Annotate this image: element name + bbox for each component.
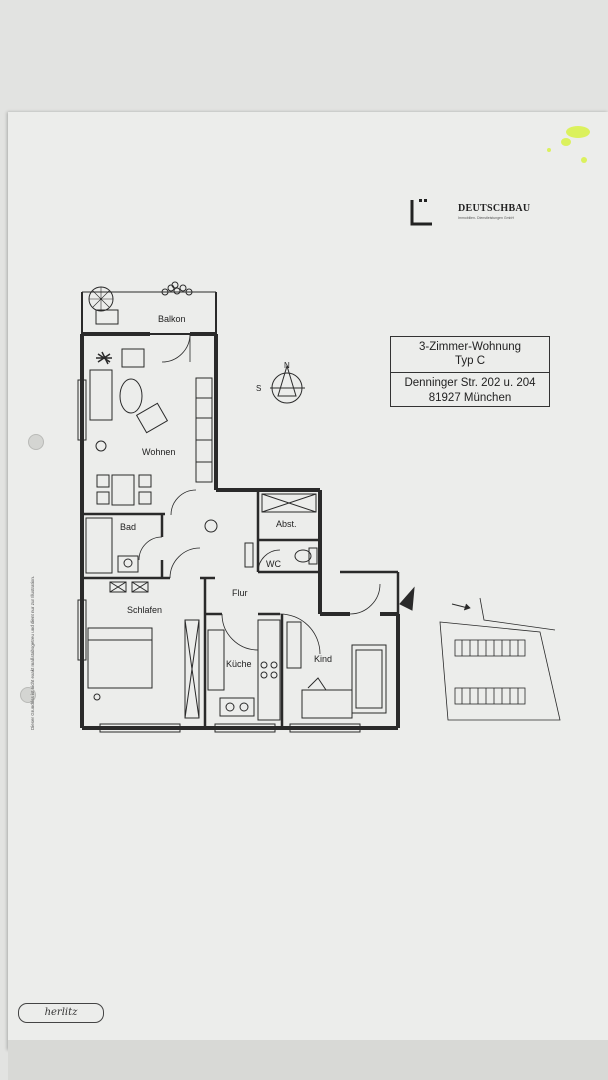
highlighter-marks [547,126,590,163]
room-label-kind: Kind [314,654,332,664]
storage-wc-fixtures [204,493,318,568]
compass-icon [270,364,305,404]
room-label-bad: Bad [120,522,136,532]
room-label-flur: Flur [232,588,248,598]
interior-walls [82,490,400,728]
windows [77,379,361,733]
site-plan [439,597,561,721]
herlitz-logo: herlitz [18,1003,104,1023]
kitchen-fixtures [207,619,302,721]
balcony [81,281,217,335]
child-room-furniture [301,644,387,719]
bedroom-furniture [87,581,200,719]
postal-city: 81927 München [428,392,512,404]
room-label-wohnen: Wohnen [142,447,175,457]
bathroom-fixtures [85,517,139,574]
apartment-type: 3-Zimmer-Wohnung [418,341,522,353]
living-furniture [89,348,213,506]
deutschbau-logo-icon [410,199,432,226]
compass-south-label: S [256,384,261,393]
disclaimer-note: Dieser Grundriss ist nicht exakt maßstab… [30,575,35,730]
outer-walls [80,332,400,730]
compass-north-label: N [284,361,290,370]
sheet-protector-edge [8,1040,608,1080]
room-label-balkon: Balkon [158,314,186,324]
document-sheet [8,112,608,1050]
door-swings [138,333,381,655]
street-address: Denninger Str. 202 u. 204 [404,377,536,389]
entrance-arrow-icon [399,586,415,611]
room-label-kueche: Küche [226,659,252,669]
title-block: 3-Zimmer-Wohnung Typ C Denninger Str. 20… [390,336,550,407]
plant-icon [161,281,193,296]
room-label-abst: Abst. [276,519,297,529]
apartment-variant: Typ C [454,355,486,367]
company-subtitle: Immobilien- Dienstleistungen GmbH [458,216,515,220]
room-label-schlafen: Schlafen [127,605,162,615]
punch-hole-bottom [20,687,36,703]
company-name: DEUTSCHBAU [458,203,531,214]
room-label-wc: WC [266,559,281,569]
punch-hole-top [28,434,44,450]
